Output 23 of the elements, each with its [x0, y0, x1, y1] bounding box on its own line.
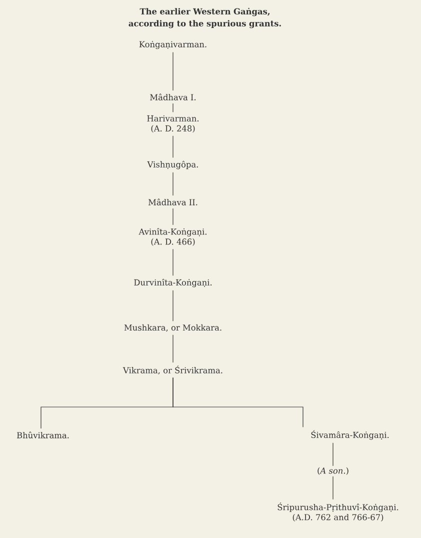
connector-line: [172, 334, 174, 363]
connector-line: [172, 208, 174, 226]
name-entry: Mâdhava II.: [148, 198, 198, 206]
connector-line: [172, 290, 174, 322]
name-entry: Koṅgaṇivarman.: [139, 40, 206, 50]
connector-line: [172, 377, 304, 428]
connector-line: [172, 103, 174, 112]
name-entry: Śivamâra-Koṅgaṇi.: [311, 430, 389, 440]
name-entry: Bhûvikrama.: [17, 432, 69, 438]
edge-label: (A son.): [316, 466, 350, 476]
name-entry: Mushkara, or Mokkara.: [124, 324, 222, 332]
name-entry: Vishṇugôpa.: [147, 160, 198, 170]
name-entry: Avinîta-Koṅgaṇi. (A. D. 466): [138, 228, 206, 246]
connector-line: [172, 172, 174, 196]
connector-line: [172, 136, 174, 158]
connector-line: [172, 248, 174, 276]
name-entry: Harivarman. (A. D. 248): [147, 115, 198, 133]
connector-line: [172, 52, 174, 91]
name-entry: Mâdhava I.: [150, 94, 196, 100]
name-entry: Śripurusha-Pṛithuvî-Koṅgaṇi. (A.D. 762 and 766-67): [278, 502, 398, 522]
name-entry: Durvinîta-Koṅgaṇi.: [134, 278, 212, 288]
title: The earlier Western Gaṅgas, according to the spurious grants.: [128, 8, 281, 28]
name-entry: Vikrama, or Śrivikrama.: [122, 366, 222, 374]
